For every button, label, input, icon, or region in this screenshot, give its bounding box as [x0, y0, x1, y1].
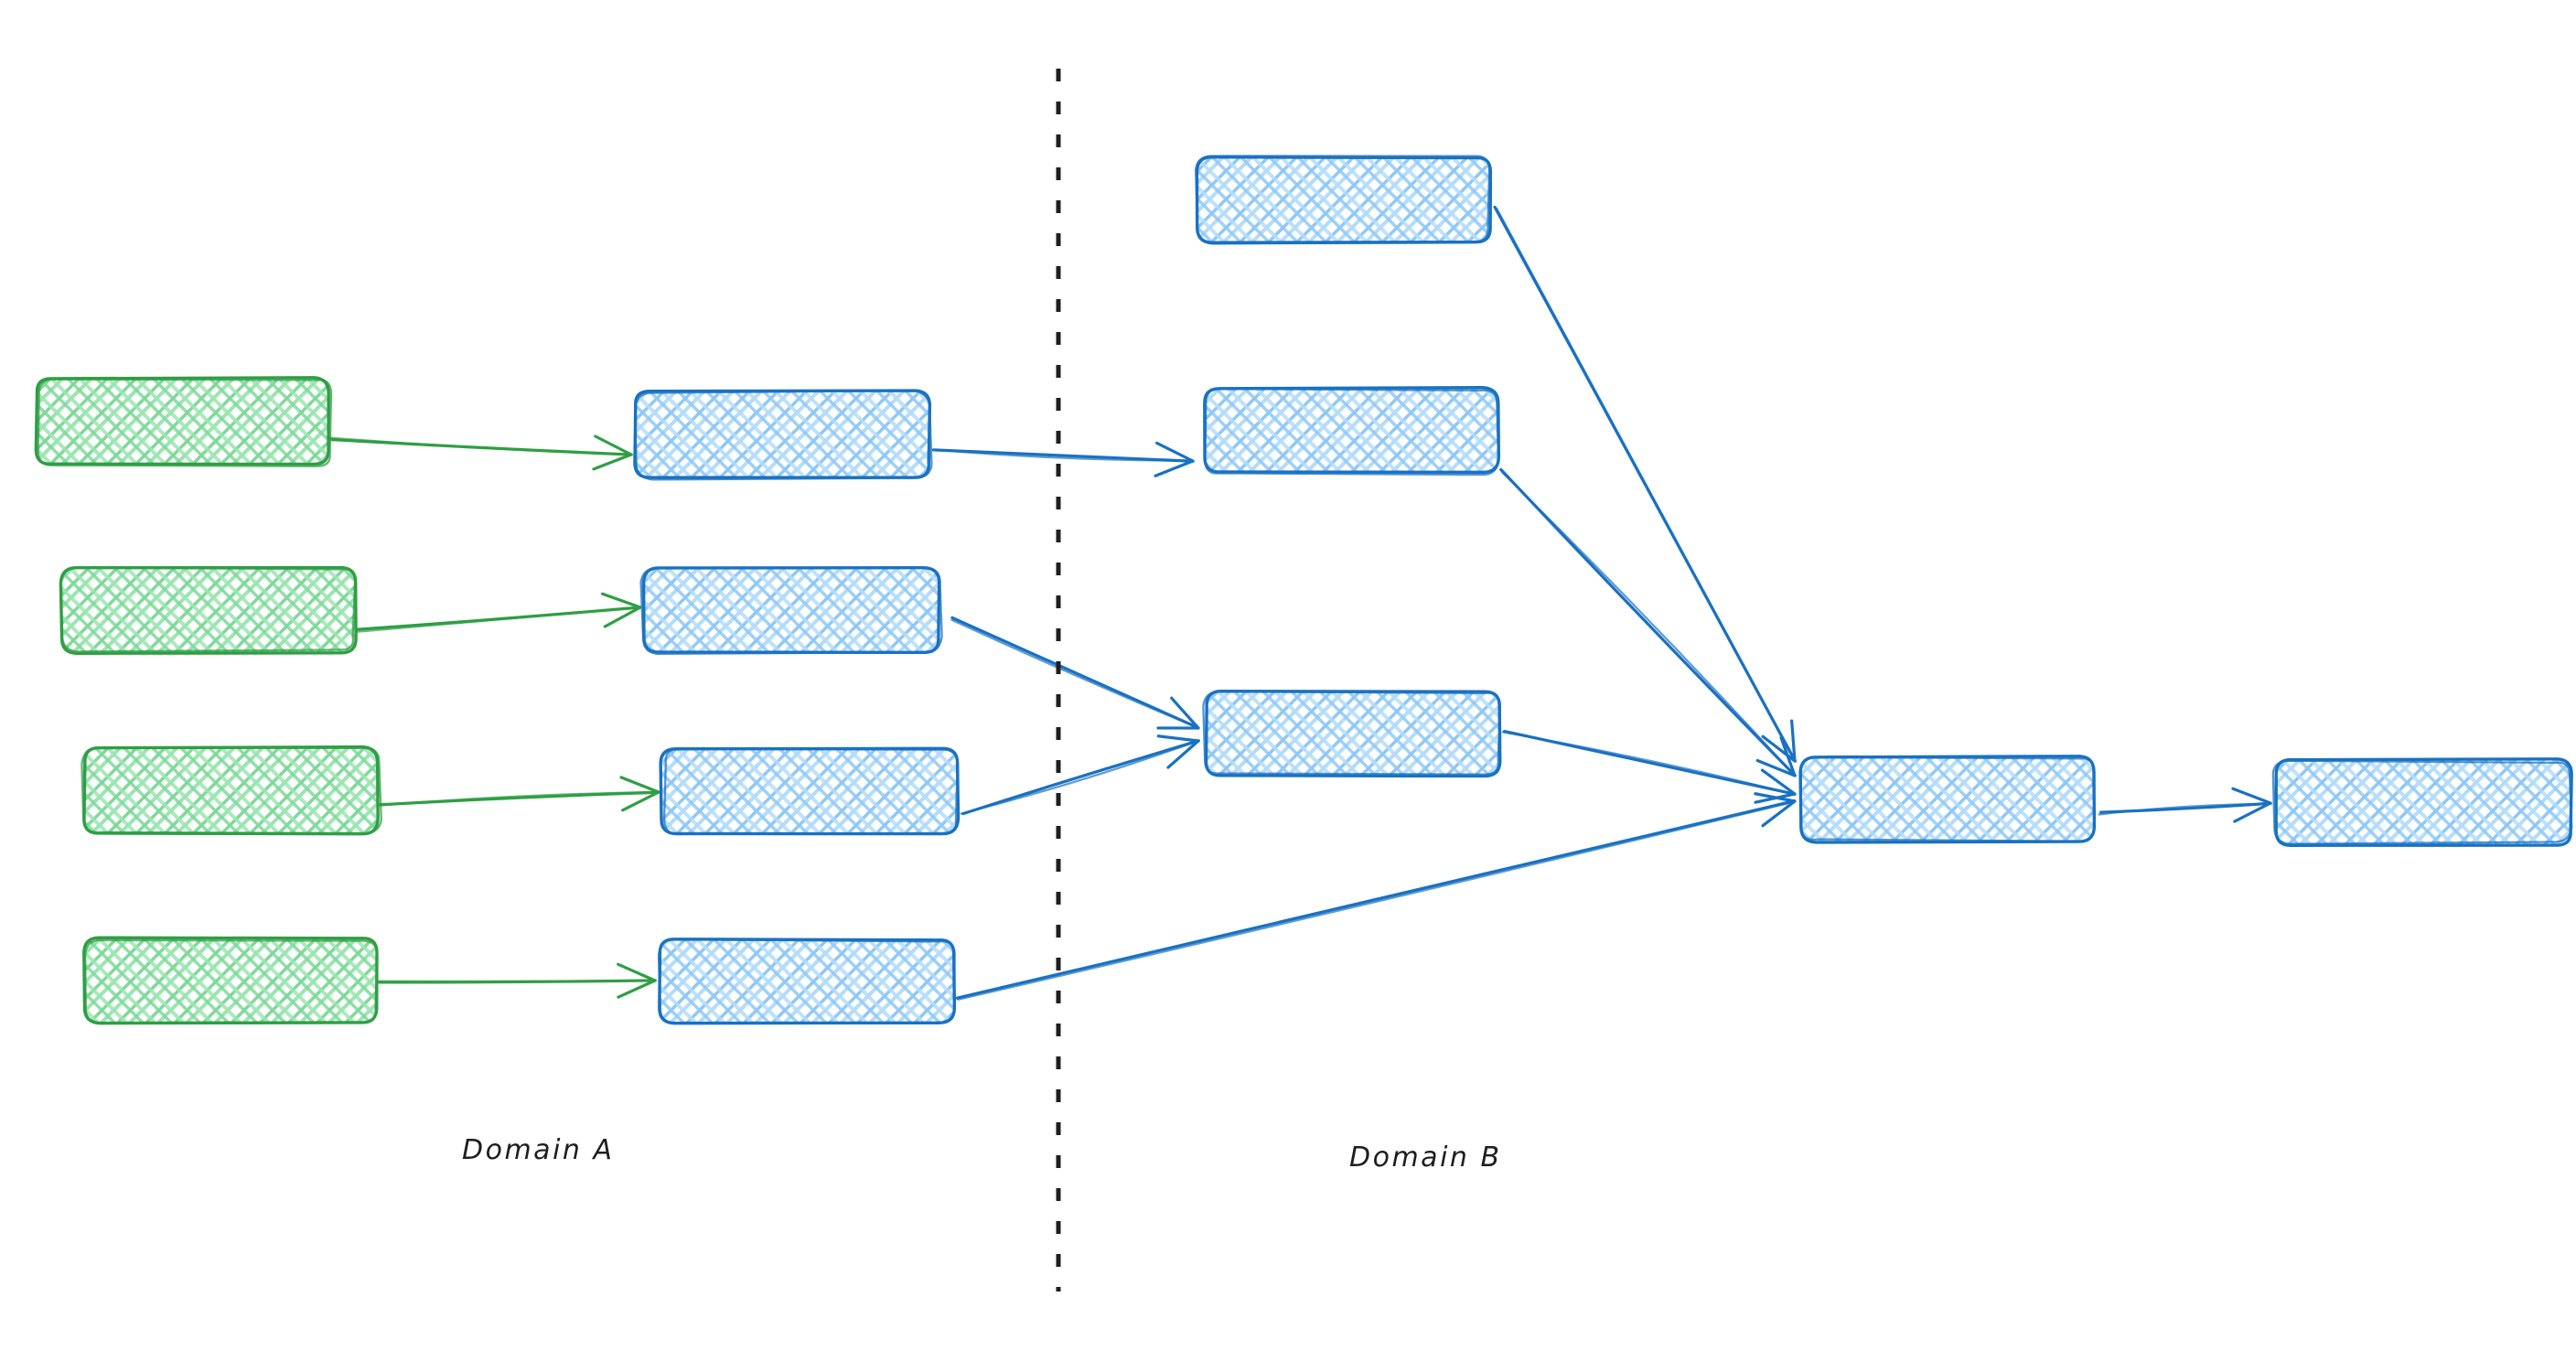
- edge-a1-b1: [327, 434, 633, 471]
- node-fill: [1204, 388, 1498, 473]
- edge-line: [961, 739, 1200, 816]
- arrowhead-icon: [1754, 792, 1797, 828]
- arrowhead-icon: [592, 434, 633, 471]
- node-fill: [1206, 691, 1500, 777]
- node-b2[interactable]: [639, 563, 943, 656]
- node-e1[interactable]: [2271, 756, 2574, 848]
- node-c3[interactable]: [1202, 688, 1504, 780]
- edge-b1-c2: [931, 441, 1195, 477]
- edge-line: [950, 618, 1199, 729]
- edge-a3-b3: [377, 776, 660, 812]
- edge-line: [957, 800, 1796, 1001]
- edges-layer: [327, 205, 2272, 1001]
- node-fill: [84, 748, 377, 833]
- arrowhead-icon: [1156, 734, 1200, 769]
- arrowhead-icon: [1761, 719, 1797, 763]
- node-fill: [662, 748, 957, 833]
- edge-b2-c3: [950, 616, 1200, 730]
- node-fill: [84, 938, 377, 1024]
- node-outline: [657, 938, 956, 1024]
- arrowhead-icon: [617, 962, 657, 999]
- node-c1[interactable]: [1193, 154, 1495, 246]
- edge-line: [1496, 207, 1798, 763]
- arrowhead-icon: [1755, 736, 1797, 777]
- node-a4[interactable]: [80, 935, 381, 1027]
- arrowhead-icon: [1156, 696, 1200, 730]
- arrowhead-icon: [2231, 787, 2272, 823]
- node-outline: [1204, 387, 1500, 477]
- edge-line: [1501, 731, 1797, 796]
- edge-line: [955, 799, 1797, 1000]
- node-outline: [84, 938, 379, 1025]
- node-fill: [659, 938, 953, 1024]
- edge-line: [950, 616, 1200, 730]
- edge-line: [327, 436, 632, 456]
- node-fill: [2276, 759, 2571, 844]
- edge-b3-c3: [960, 734, 1200, 816]
- node-outline: [37, 378, 333, 467]
- edge-a4-b4: [377, 962, 657, 999]
- arrowhead-icon: [619, 776, 660, 812]
- node-outline: [1202, 690, 1502, 776]
- node-b1[interactable]: [631, 388, 933, 481]
- arrowhead-icon: [600, 592, 642, 628]
- domain-a-label: Domain A: [462, 1134, 615, 1166]
- edge-line: [1500, 470, 1796, 777]
- node-a3[interactable]: [80, 745, 382, 837]
- node-fill: [635, 391, 929, 477]
- node-outline: [634, 389, 933, 481]
- edge-c2-d1: [1499, 467, 1797, 777]
- node-outline: [2274, 757, 2573, 847]
- node-d1[interactable]: [1797, 754, 2098, 846]
- edge-c3-d1: [1501, 729, 1797, 804]
- node-outline: [1799, 756, 2096, 842]
- nodes-layer: [33, 154, 2574, 1027]
- arrowhead-icon: [1154, 441, 1195, 477]
- edge-a2-b2: [354, 592, 642, 634]
- edge-line: [380, 790, 660, 807]
- node-fill: [1197, 157, 1491, 242]
- edge-line: [934, 448, 1194, 462]
- edge-line: [960, 740, 1199, 815]
- node-outline: [80, 746, 382, 835]
- node-outline: [34, 376, 330, 466]
- arrowhead-icon: [1754, 768, 1797, 804]
- node-a1[interactable]: [33, 376, 333, 468]
- edge-line: [354, 606, 642, 634]
- node-outline: [2271, 759, 2573, 845]
- node-outline: [639, 566, 943, 655]
- edge-line: [2098, 802, 2271, 816]
- node-c2[interactable]: [1200, 384, 1502, 477]
- edge-b4-d1: [955, 792, 1797, 1001]
- node-outline: [1195, 155, 1491, 243]
- node-outline: [662, 747, 959, 836]
- node-b3[interactable]: [659, 745, 961, 837]
- node-fill: [644, 567, 939, 652]
- node-a2[interactable]: [59, 563, 359, 656]
- node-fill: [37, 380, 329, 465]
- node-outline: [59, 566, 357, 653]
- node-outline: [1203, 386, 1501, 474]
- node-fill: [1800, 757, 2095, 842]
- node-fill: [62, 567, 355, 652]
- node-b4[interactable]: [655, 935, 957, 1027]
- edge-c1-d1: [1493, 205, 1798, 763]
- domain-b-label: Domain B: [1349, 1142, 1502, 1174]
- edge-d1-e1: [2098, 787, 2272, 823]
